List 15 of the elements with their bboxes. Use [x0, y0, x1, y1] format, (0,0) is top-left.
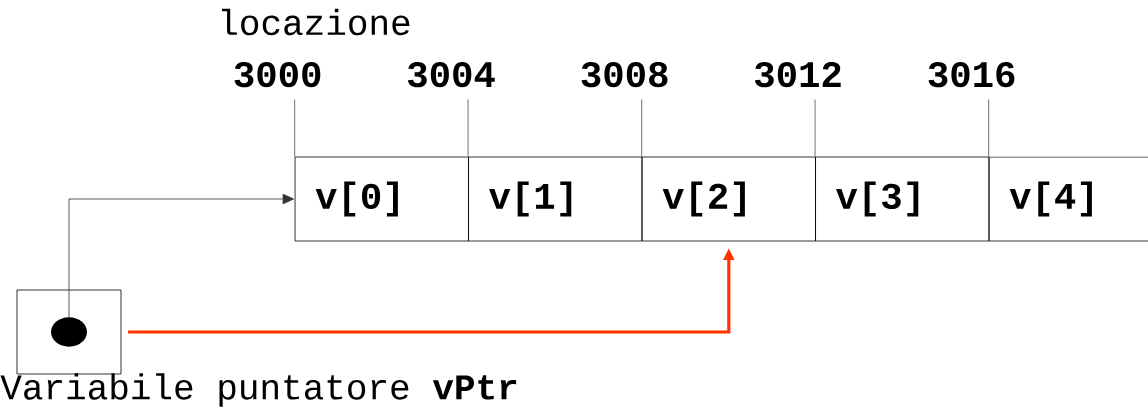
array-cell: v[4] [988, 156, 1148, 242]
pointer-box [16, 289, 122, 375]
address-label: 3004 [407, 61, 495, 88]
address-label: 3016 [928, 61, 1015, 88]
address-label: 3008 [581, 61, 668, 88]
array-cell: v[1] [468, 156, 643, 242]
address-label: 3000 [234, 61, 321, 88]
arrow [68, 193, 295, 318]
array-cell: v[2] [641, 156, 816, 242]
pointer-caption: Variabile puntatore vPtr [0, 373, 517, 407]
array-cell: v[0] [294, 156, 469, 242]
pointer-dot [51, 317, 87, 347]
location-label: locazione [221, 8, 410, 36]
array-cell: v[3] [815, 156, 990, 242]
address-label: 3012 [754, 61, 841, 88]
